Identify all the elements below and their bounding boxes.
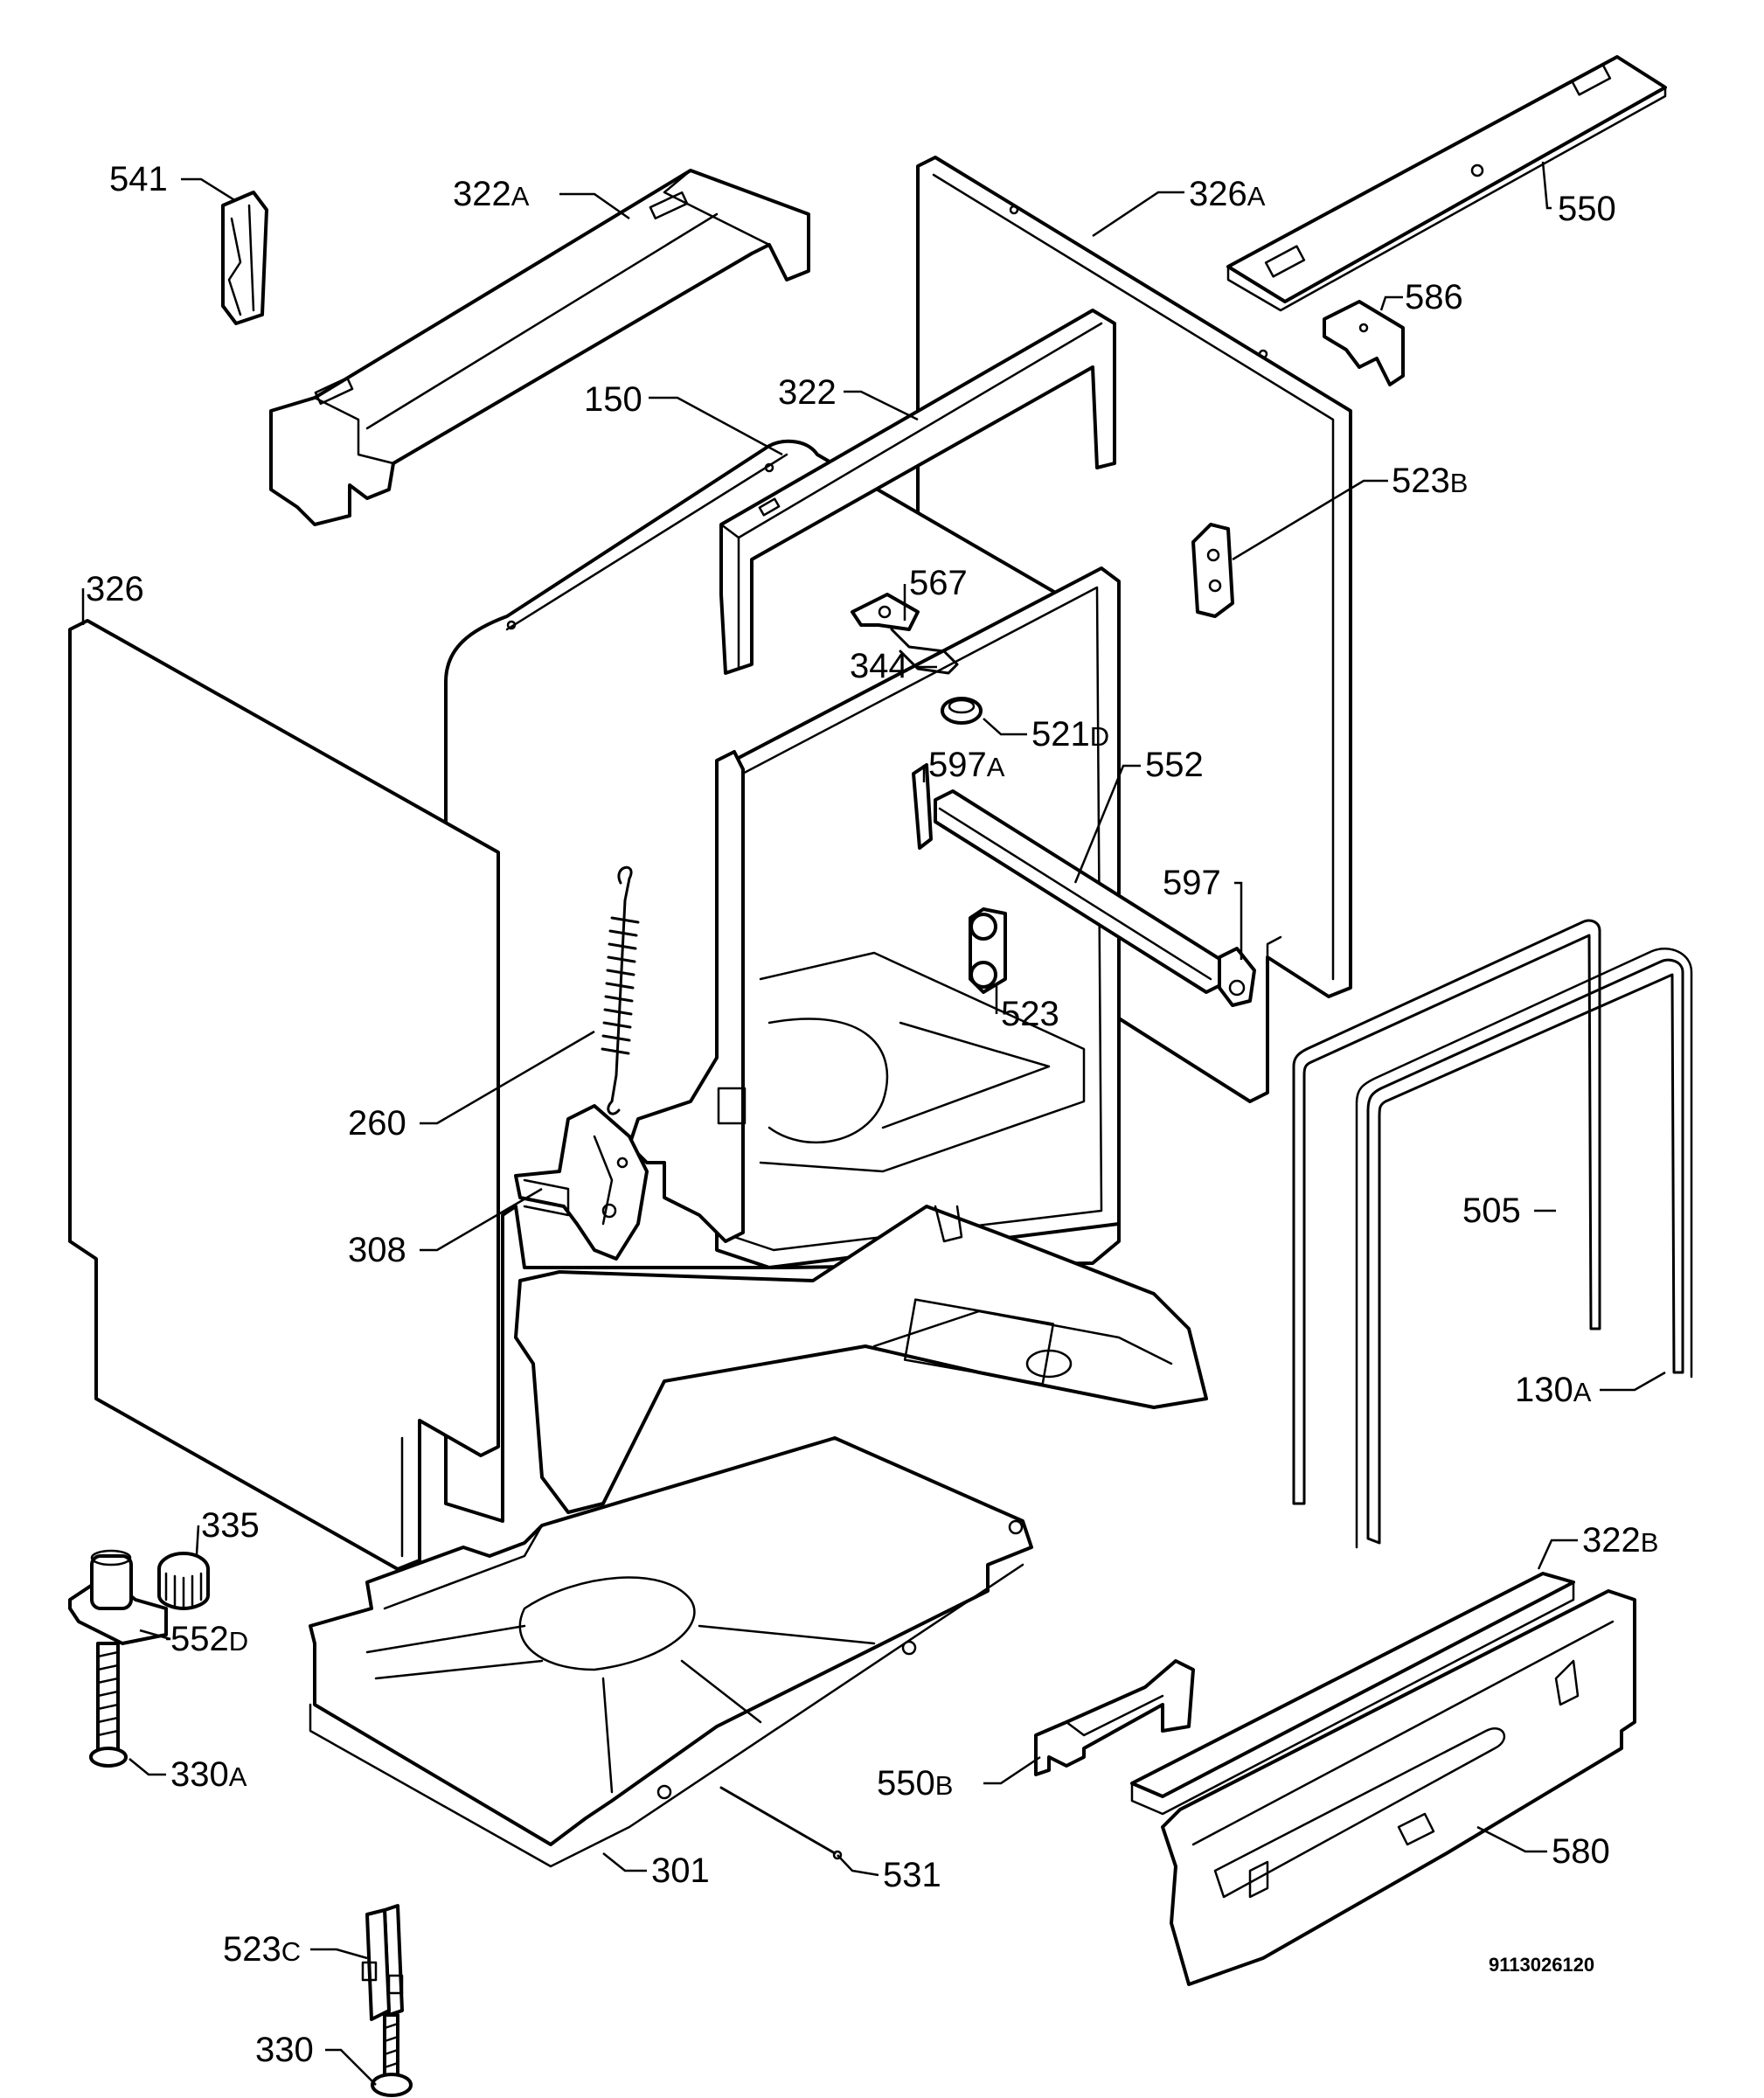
label-552: 552 <box>1145 746 1204 784</box>
label-567: 567 <box>909 564 968 602</box>
label-322: 322 <box>778 373 837 412</box>
label-550b: 550B <box>877 1764 953 1803</box>
label-580: 580 <box>1552 1832 1610 1871</box>
label-308: 308 <box>348 1231 406 1269</box>
part-322B-rail <box>1130 1572 1575 1816</box>
label-523: 523 <box>1001 995 1059 1033</box>
part-301-base-pan <box>309 1436 1033 1868</box>
label-330: 330 <box>255 2031 314 2069</box>
label-344: 344 <box>850 647 908 685</box>
label-597a: 597A <box>928 746 1005 784</box>
label-521d: 521D <box>1031 715 1109 754</box>
label-523c: 523C <box>223 1930 301 1969</box>
label-531: 531 <box>883 1856 941 1894</box>
part-597A-holder <box>912 763 933 850</box>
part-597-holder <box>1218 947 1256 1007</box>
part-523-grommet <box>969 907 1007 994</box>
part-567-344-clips <box>851 593 959 675</box>
part-586-bracket <box>1323 300 1405 386</box>
part-308-hinge <box>514 1104 649 1261</box>
label-505: 505 <box>1462 1191 1521 1230</box>
part-552D-float-switch <box>68 1549 168 1645</box>
part-326-side-panel <box>68 619 500 1571</box>
part-541-clip <box>221 191 268 325</box>
part-580-base-panel <box>1161 1589 1636 1986</box>
part-130A-door-seal <box>1355 948 1693 1549</box>
part-base-frame <box>514 1205 1208 1514</box>
part-330A-screw <box>89 1642 128 1768</box>
callout-labels: 541 322A 326A 550 586 150 322 523B 326 5… <box>86 160 1658 2069</box>
label-523b: 523B <box>1392 462 1468 500</box>
part-531-pin <box>719 1786 843 1860</box>
label-326a: 326A <box>1189 175 1266 213</box>
document-number: 9113026120 <box>1489 1954 1594 1976</box>
part-322-u-frame <box>719 309 1116 675</box>
part-521D-plug <box>941 697 983 725</box>
label-550: 550 <box>1558 190 1616 228</box>
part-523B-grommet <box>1191 523 1234 618</box>
label-541: 541 <box>109 160 168 198</box>
label-335: 335 <box>201 1506 260 1545</box>
label-260: 260 <box>348 1104 406 1143</box>
part-550B-bracket <box>1034 1659 1195 1776</box>
part-550-top-strip <box>1226 55 1667 312</box>
part-523C-clip <box>361 1904 404 2021</box>
label-322b: 322B <box>1582 1521 1658 1560</box>
label-330a: 330A <box>170 1755 247 1794</box>
label-326: 326 <box>86 570 144 608</box>
label-552d: 552D <box>170 1620 248 1658</box>
label-150: 150 <box>584 380 642 419</box>
label-130a: 130A <box>1515 1371 1592 1409</box>
leader-lines <box>81 161 1666 2086</box>
label-597: 597 <box>1163 864 1221 902</box>
label-322a: 322A <box>453 175 530 213</box>
part-335-gear <box>157 1552 210 1610</box>
label-586: 586 <box>1405 278 1463 316</box>
label-301: 301 <box>651 1851 710 1890</box>
part-260-spring <box>601 865 640 1115</box>
part-505-door-seal <box>1292 919 1601 1505</box>
part-322A-top-rail <box>269 169 810 526</box>
part-330-screw <box>371 2013 413 2097</box>
